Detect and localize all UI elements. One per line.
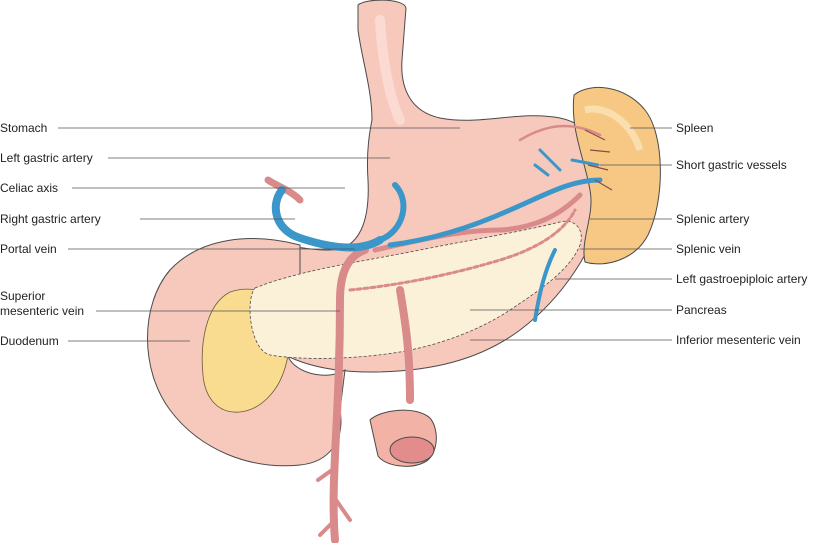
label-right-gastric-artery: Right gastric artery <box>0 212 101 226</box>
label-splenic-vein: Splenic vein <box>676 242 741 256</box>
label-left-gastric-artery: Left gastric artery <box>0 151 93 165</box>
label-superior: Superior <box>0 289 46 303</box>
label-spleen: Spleen <box>676 121 714 135</box>
veins <box>271 148 603 322</box>
label-short-gastric-vessels: Short gastric vessels <box>676 158 787 172</box>
label-duodenum: Duodenum <box>0 334 59 348</box>
label-celiac-axis: Celiac axis <box>0 181 59 195</box>
label-splenic-artery: Splenic artery <box>676 212 750 226</box>
short-gastric-vessels <box>584 129 613 191</box>
label-left-gastroepiploic-artery: Left gastroepiploic artery <box>676 272 808 286</box>
label-mesenteric-vein: mesenteric vein <box>0 304 85 318</box>
label-stomach: Stomach <box>0 121 48 135</box>
label-pancreas: Pancreas <box>676 303 727 317</box>
leader-lines-right <box>470 127 672 341</box>
label-inferior-mesenteric-vein: Inferior mesenteric vein <box>676 333 801 347</box>
leader-lines-left <box>58 127 460 342</box>
pancreas <box>249 220 582 359</box>
label-portal-vein: Portal vein <box>0 242 57 256</box>
